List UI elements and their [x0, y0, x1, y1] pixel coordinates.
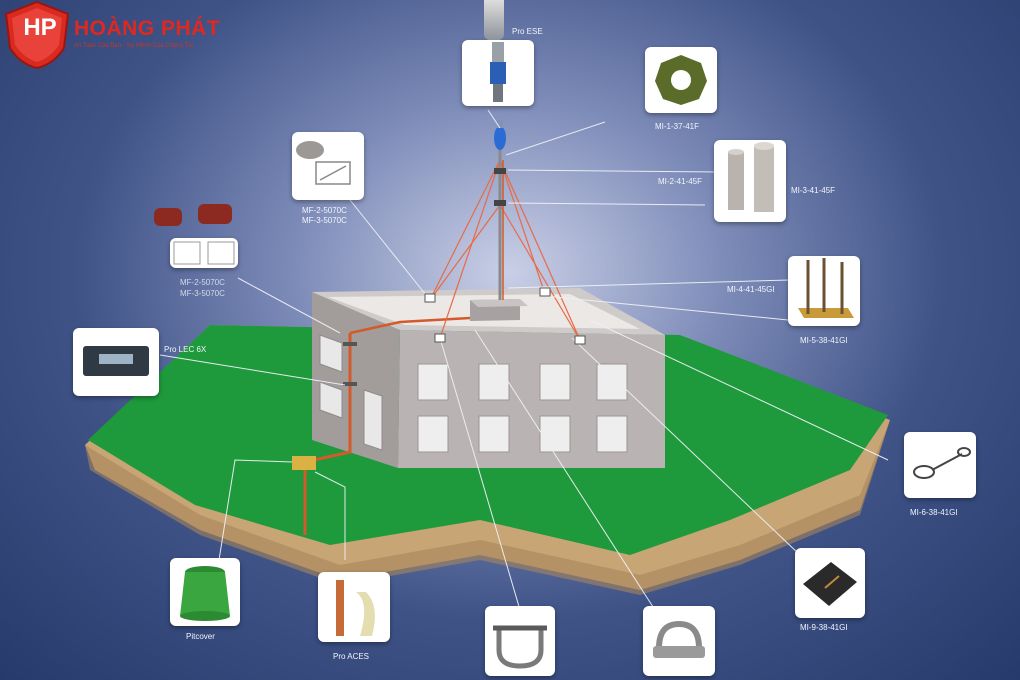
brand-name: HOÀNG PHÁT: [74, 17, 221, 40]
earthing-rod-icon: [336, 580, 375, 636]
anchor-plate-icon: [803, 562, 857, 606]
brand-tagline: An Toàn Của Bạn - Sứ Mệnh Của Chúng Tôi: [74, 43, 193, 49]
card-mi-3-41-45f: [714, 140, 786, 222]
label-mi-9-38-41gi: MI-9-38-41GI: [800, 623, 848, 632]
conductor-clip-icon: [296, 141, 351, 185]
fixing-detail-icon: [173, 241, 235, 265]
base-plate-icon: [655, 55, 707, 105]
label-mf-left-1: MF-2-5070C: [180, 278, 225, 287]
card-mf-left: [170, 238, 238, 268]
label-mf-top-1: MF-2-5070C: [302, 206, 347, 215]
label-pro-aces: Pro ACES: [333, 652, 370, 661]
card-pro-ese: [462, 40, 534, 106]
card-shackle: [485, 606, 555, 676]
card-pro-aces: [318, 572, 390, 642]
label-mi-2-41-45f: MI-2-41-45F: [658, 177, 703, 186]
card-mi-4-5-tripod: [788, 256, 860, 326]
card-mi-6-38-41gi: [904, 432, 976, 498]
shield-logo-icon: [4, 0, 70, 70]
label-mi-5-38-41gi: MI-5-38-41GI: [800, 336, 848, 345]
label-mf-left-2: MF-3-5070C: [180, 289, 225, 298]
label-pro-lec-6x: Pro LEC 6X: [164, 345, 207, 354]
label-mi-1-37-41f: MI-1-37-41F: [655, 122, 700, 131]
label-mi-6-38-41gi: MI-6-38-41GI: [910, 508, 958, 517]
lightning-rod-head-icon: [490, 42, 506, 102]
card-pro-lec-6x: [73, 328, 159, 396]
shackle-icon: [493, 625, 547, 669]
card-mi-9-38-41gi: [795, 548, 865, 618]
label-pro-ese: Pro ESE: [512, 27, 543, 36]
card-mf-top: [292, 132, 364, 200]
conductor-fixing-icon: [154, 204, 232, 226]
inspection-pit-icon: [180, 566, 230, 621]
card-wire-clamp: [643, 606, 715, 676]
tripod-base-icon: [798, 258, 854, 318]
guy-wire-tensioner-icon: [913, 447, 971, 479]
label-mi-3-41-45f: MI-3-41-45F: [791, 186, 836, 195]
label-mi-4-41-45gi: MI-4-41-45GI: [727, 285, 775, 294]
rod-top-icon: [484, 0, 504, 40]
card-pitcover: [170, 558, 240, 626]
card-mi-1-37-41f: [645, 47, 717, 113]
brand-logo: HP HOÀNG PHÁT An Toàn Của Bạn - Sứ Mệnh …: [0, 0, 250, 70]
wire-rope-clamp-icon: [653, 620, 705, 658]
lightning-counter-icon: [83, 346, 149, 376]
logo-letters: HP: [23, 14, 57, 41]
mast-tube-icon: [728, 142, 774, 212]
label-pitcover: Pitcover: [186, 632, 215, 641]
label-mf-top-2: MF-3-5070C: [302, 216, 347, 225]
